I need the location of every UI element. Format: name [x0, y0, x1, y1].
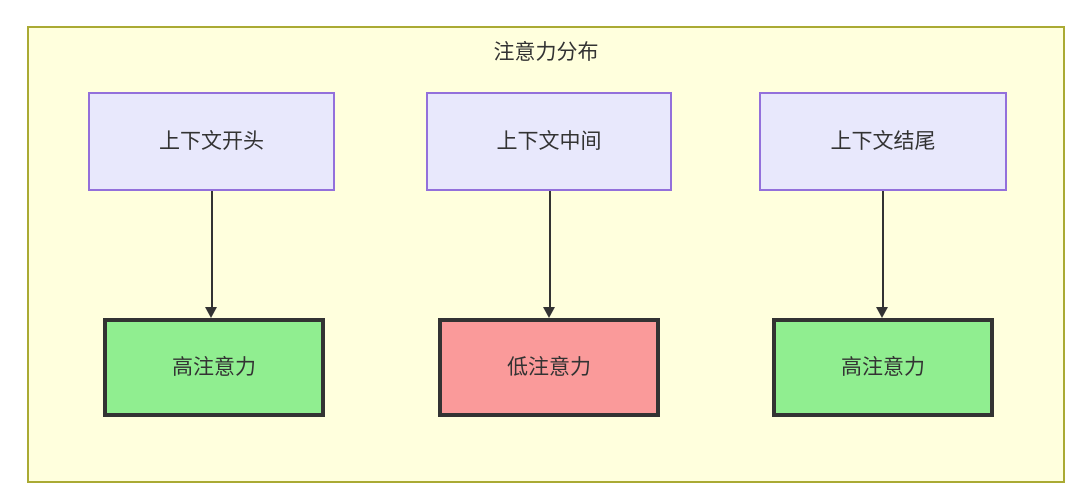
- arrow-shaft: [549, 191, 551, 307]
- arrow-shaft: [882, 191, 884, 307]
- node-label: 高注意力: [841, 355, 925, 379]
- node-high-attention-start[interactable]: 高注意力: [103, 318, 325, 417]
- node-label: 上下文中间: [496, 129, 602, 153]
- node-label: 上下文结尾: [830, 129, 936, 153]
- node-high-attention-end[interactable]: 高注意力: [772, 318, 994, 417]
- node-context-middle[interactable]: 上下文中间: [426, 92, 672, 191]
- arrowhead-icon: [205, 307, 217, 318]
- node-label: 上下文开头: [159, 129, 264, 153]
- arrow-context-start-to-high-attention: [205, 191, 218, 318]
- arrowhead-icon: [876, 307, 888, 318]
- arrow-shaft: [211, 191, 213, 307]
- diagram-title: 注意力分布: [493, 41, 599, 64]
- node-context-start[interactable]: 上下文开头: [88, 92, 335, 191]
- arrow-context-middle-to-low-attention: [543, 191, 556, 318]
- node-label: 高注意力: [172, 355, 256, 379]
- node-context-end[interactable]: 上下文结尾: [759, 92, 1007, 191]
- node-low-attention-middle[interactable]: 低注意力: [438, 318, 660, 417]
- arrowhead-icon: [543, 307, 555, 318]
- arrow-context-end-to-high-attention: [876, 191, 889, 318]
- node-label: 低注意力: [507, 355, 591, 379]
